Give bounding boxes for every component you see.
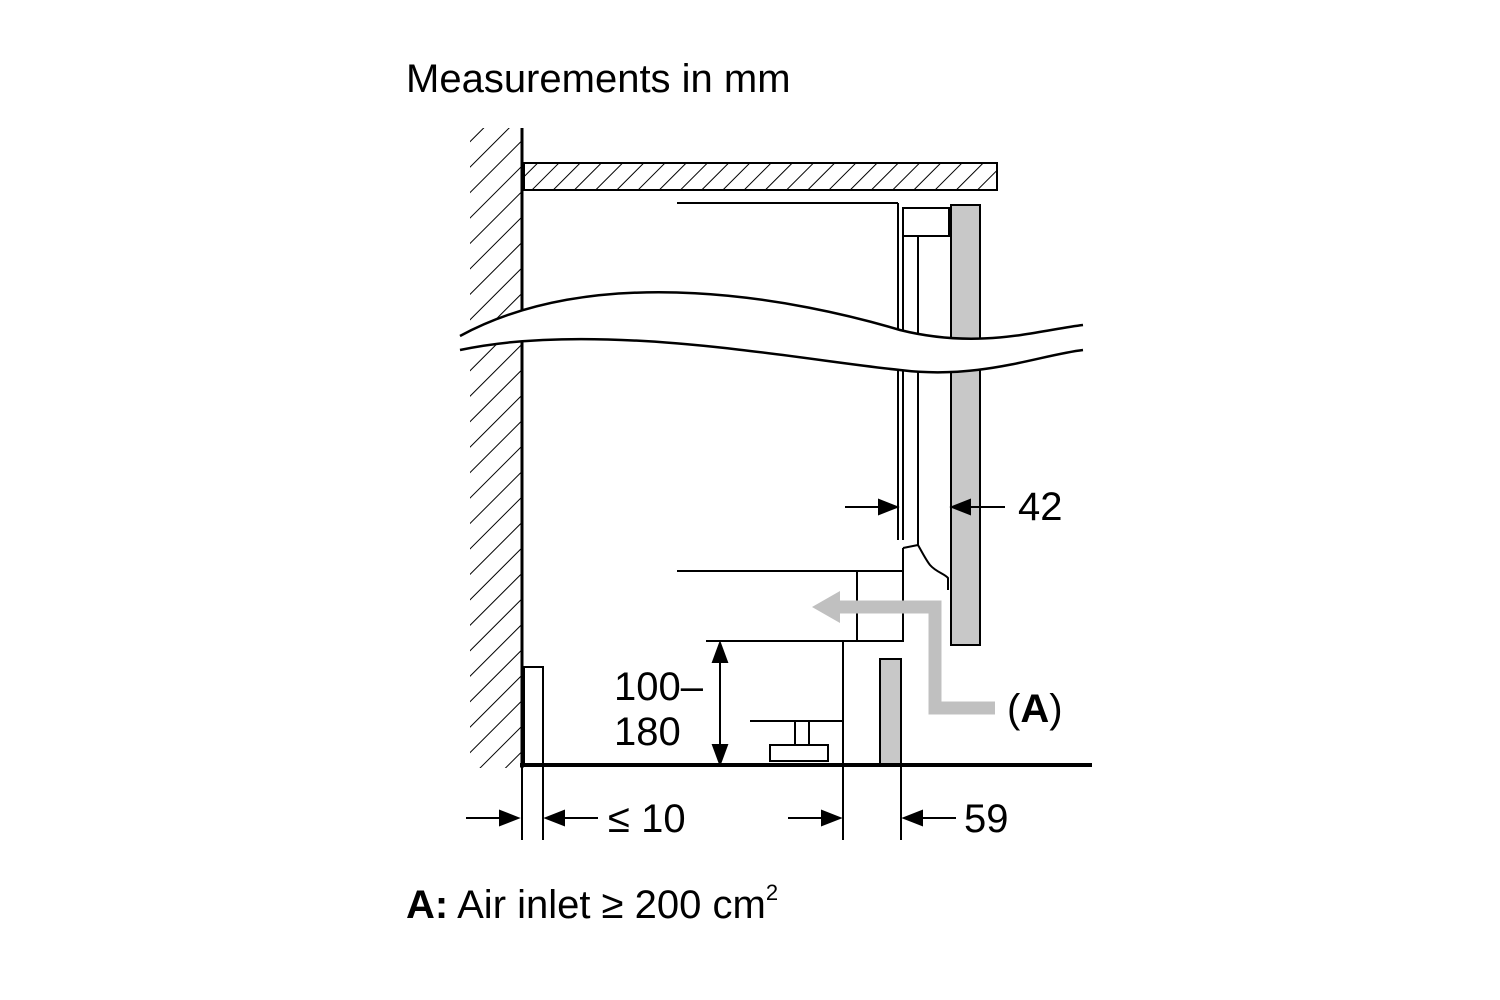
dimension-label-42: 42 — [1018, 485, 1063, 529]
callout-open: ( — [1007, 687, 1021, 731]
legend-key: A: — [406, 883, 448, 927]
callout-letter: A — [1020, 687, 1049, 731]
appliance-body — [677, 202, 950, 765]
dimension-extension-lines — [521, 765, 902, 840]
callout-a: (A) — [1007, 687, 1063, 731]
dimension-label-height-top: 100– — [614, 665, 704, 709]
diagram-title: Measurements in mm — [406, 57, 791, 101]
wall-spacer — [523, 666, 544, 766]
hatched-wall — [470, 128, 524, 768]
legend: A: Air inlet ≥ 200 cm2 — [406, 880, 778, 927]
adjustable-foot — [769, 720, 829, 762]
dimension-label-59: 59 — [964, 797, 1009, 841]
dimension-label-le10: ≤ 10 — [608, 797, 686, 841]
dimension-59 — [788, 809, 956, 827]
worktop — [523, 162, 998, 191]
dimension-height — [711, 640, 729, 767]
dimension-label-height-bottom: 180 — [614, 710, 681, 754]
dimension-le10 — [466, 809, 598, 827]
plinth-panel — [879, 658, 902, 766]
callout-close: ) — [1049, 687, 1062, 731]
door-panel — [950, 204, 981, 646]
break-wave — [459, 291, 1084, 374]
air-inlet-arrow — [812, 591, 995, 715]
legend-text: Air inlet ≥ 200 cm — [448, 883, 766, 927]
legend-superscript: 2 — [766, 880, 778, 905]
dimension-42 — [845, 498, 1005, 516]
